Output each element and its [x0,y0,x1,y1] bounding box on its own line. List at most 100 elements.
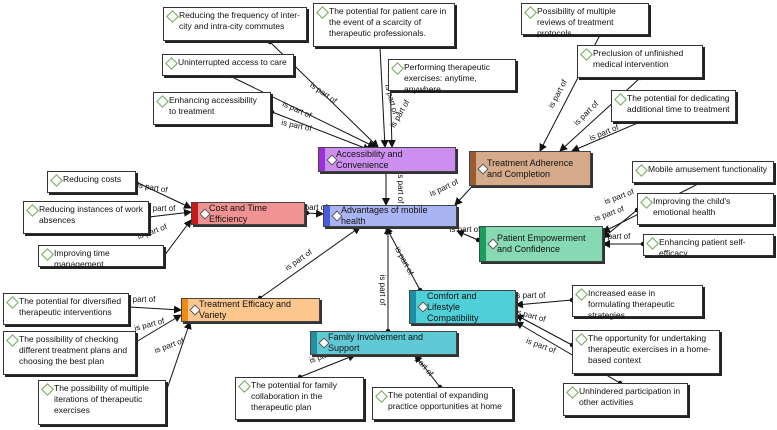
edge-comfort-central-label: is part of [393,245,416,277]
category-label: Patient Empowerment and Confidence [497,233,586,254]
node-unhindered[interactable]: Unhindered participation in other activi… [563,383,688,416]
edge-intercity-label: is part of [308,80,339,105]
diamond-icon [26,204,39,217]
node-label: The potential for family collaboration i… [251,380,337,412]
edge-diversified-label: is part of [125,295,156,304]
category-label: Accessibility and Convenience [336,148,403,170]
edge-checking [135,314,182,343]
diamond-icon [50,174,63,187]
node-label: The possibility of multiple iterations o… [54,383,149,415]
category-accessibility[interactable]: Accessibility and Convenience [318,147,456,172]
node-label: Performing therapeutic exercises: anytim… [404,62,490,94]
node-self-efficacy[interactable]: Enhancing patient self-efficacy [643,234,774,258]
node-time-mgmt[interactable]: Improving time management [38,245,164,269]
category-adherence[interactable]: Treatment Adherence and Completion [469,151,591,186]
node-label: Reducing the frequency of inter-city and… [179,10,300,31]
node-iterations[interactable]: The possibility of multiple iterations o… [38,380,166,425]
category-treatment[interactable]: Treatment Efficacy and Variety [181,298,320,322]
edge-self-efficacy-label: is part of [600,232,631,241]
edge-comfort-central [385,226,421,291]
node-uninterrupted[interactable]: Uninterrupted access to care [162,54,294,76]
edge-time-mgmt [163,219,192,257]
edge-ease [515,299,573,309]
node-performing[interactable]: Performing therapeutic exercises: anytim… [388,59,516,94]
node-label: Possibility of multiple reviews of treat… [537,6,616,38]
diamond-icon [575,333,588,346]
diamond-icon [156,95,169,108]
node-enhancing-access[interactable]: Enhancing accessibility to treatment [153,92,271,125]
category-label: Cost and Time Efficiency [209,202,268,224]
diamond-icon [635,164,648,177]
node-label: Preclusion of unfinished medical interve… [593,48,684,69]
diamond-icon [6,334,19,347]
node-intercity[interactable]: Reducing the frequency of inter-city and… [163,7,307,41]
node-label: Increased ease in formulating therapeuti… [588,288,675,320]
node-label: Unhindered participation in other activi… [579,386,681,407]
node-preclusion[interactable]: Preclusion of unfinished medical interve… [577,45,703,78]
diamond-icon [614,93,627,106]
edge-iterations-label: is part of [153,336,186,355]
edge-family-collab [299,353,356,378]
color-bar [410,291,416,323]
category-empowerment[interactable]: Patient Empowerment and Confidence [479,226,603,262]
node-scarcity[interactable]: The potential for patient care in the ev… [313,3,455,47]
edge-access-central-label: is part of [396,173,405,204]
node-family-collab[interactable]: The potential for family collaboration i… [235,377,364,420]
edge-work-absences-label: is part of [145,204,176,213]
color-bar [480,227,486,261]
node-dedicating[interactable]: The potential for dedicating additional … [611,90,736,122]
edge-scarcity [379,46,389,148]
node-work-absences[interactable]: Reducing instances of work absences [23,201,149,234]
category-central[interactable]: Advantages of mobile health [323,205,457,227]
diamond-icon [640,196,653,209]
diamond-icon [646,237,659,250]
node-reducing-costs[interactable]: Reducing costs [47,171,136,193]
diamond-icon [165,57,178,70]
node-label: The potential for dedicating additional … [627,93,730,114]
edge-reducing-costs-label: is part of [137,180,170,194]
node-emotional[interactable]: Improving the child's emotional health [637,193,774,225]
node-amusement[interactable]: Mobile amusement functionality [632,161,774,183]
category-label: Advantages of mobile health [341,205,428,226]
node-expanding[interactable]: The potential of expanding practice oppo… [372,387,513,420]
node-label: Reducing instances of work absences [39,204,143,225]
edge-ease-label: is part of [515,291,546,300]
node-label: The potential for patient care in the ev… [329,6,447,38]
edge-emotional [602,209,638,239]
category-family[interactable]: Family Involvement and Support [310,331,457,355]
edge-dedicating-label: is part of [588,122,621,142]
diamond-icon [41,383,54,396]
node-multiple-reviews[interactable]: Possibility of multiple reviews of treat… [521,3,649,38]
node-checking[interactable]: The possibility of checking different tr… [3,331,136,375]
node-label: The opportunity for undertaking therapeu… [588,333,711,365]
node-label: Uninterrupted access to care [178,57,287,67]
node-label: The potential of expanding practice oppo… [388,390,502,411]
edge-cost-central-label: is part of [297,203,328,212]
edge-home-based [515,314,573,346]
color-bar [311,332,317,354]
edge-amusement-label: is part of [603,187,636,206]
edge-treatment-central [259,226,361,299]
diamond-icon [375,390,388,403]
category-label: Comfort and Lifestyle Compatibility [427,290,479,323]
category-cost[interactable]: Cost and Time Efficiency [191,202,305,225]
diamond-icon [316,6,329,19]
edge-cost-central-origin-dot [304,210,310,216]
color-bar [470,152,476,185]
category-label: Family Involvement and Support [328,332,424,353]
node-home-based[interactable]: The opportunity for undertaking therapeu… [572,330,720,374]
category-comfort[interactable]: Comfort and Lifestyle Compatibility [409,290,516,324]
diamond-icon [580,48,593,61]
node-diversified[interactable]: The potential for diversified therapeuti… [3,293,129,325]
category-label: Treatment Efficacy and Variety [199,299,292,320]
edge-emotional-label: is part of [593,204,626,223]
edge-expanding [414,354,441,388]
edge-empower-central [456,230,479,241]
edge-enhancing-label: is part of [281,118,314,133]
color-bar [319,148,325,171]
node-label: Enhancing patient self-efficacy [659,237,746,258]
node-label: The potential for diversified therapeuti… [19,296,122,317]
node-ease-formulating[interactable]: Increased ease in formulating therapeuti… [572,285,703,320]
diamond-icon [238,380,251,393]
edge-enhancing [271,111,371,152]
